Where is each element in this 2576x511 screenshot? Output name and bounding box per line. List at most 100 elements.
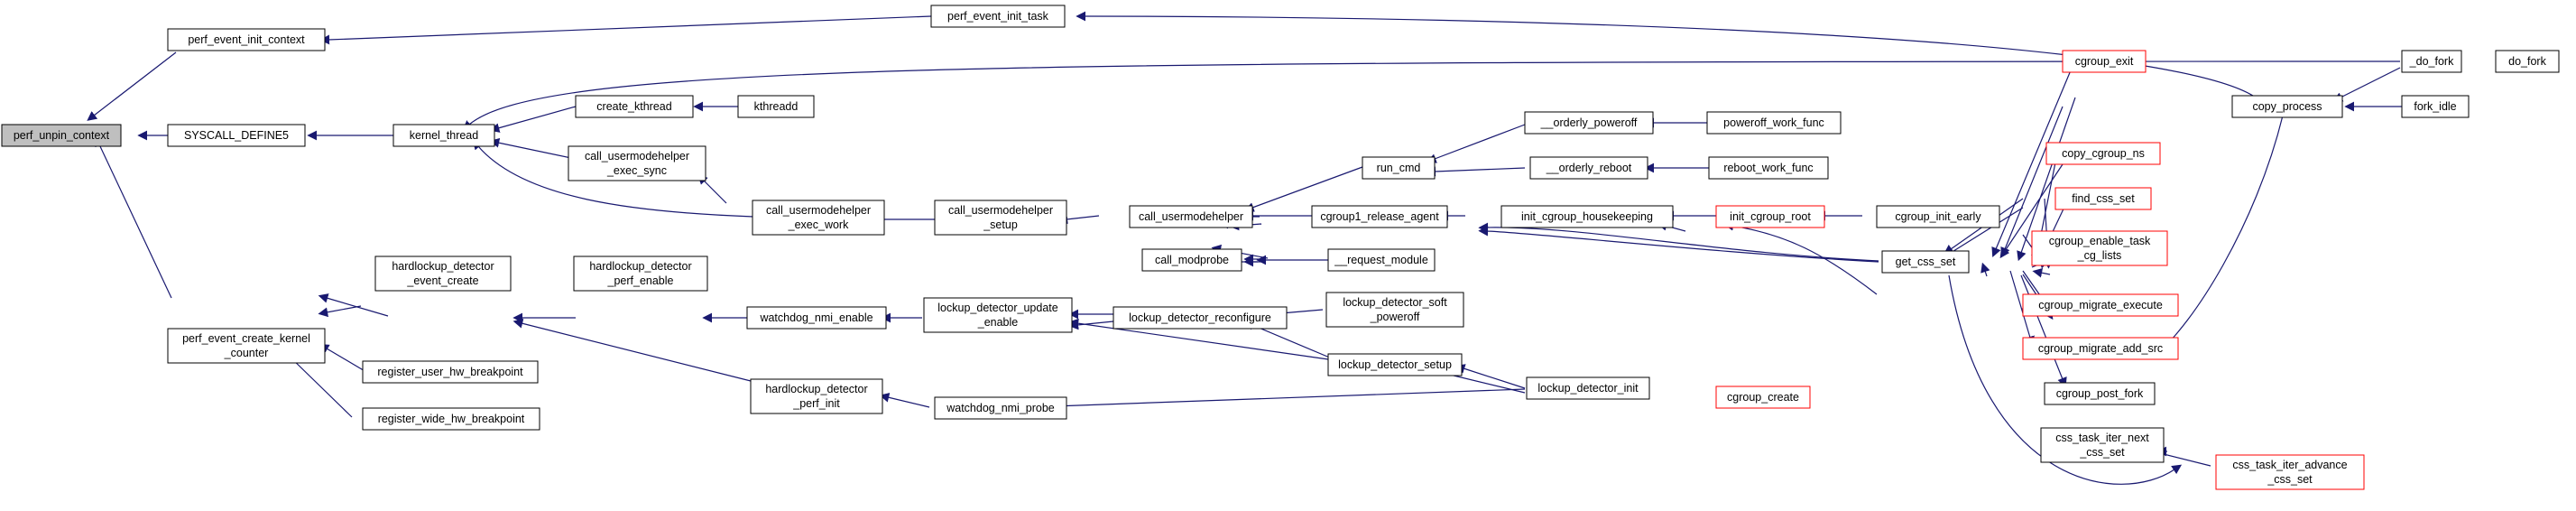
edge [1426,124,1526,163]
nodes: perf_unpin_context perf_event_init_conte… [1,5,2560,490]
node-poweroff-work-func[interactable]: poweroff_work_func [1706,111,1842,135]
svg-text:cgroup_migrate_execute: cgroup_migrate_execute [2038,299,2163,311]
node-orderly-poweroff[interactable]: __orderly_poweroff [1524,111,1654,135]
node-orderly-reboot[interactable]: __orderly_reboot [1529,156,1648,180]
node-cgroup-migrate-execute[interactable]: cgroup_migrate_execute [2022,293,2179,317]
node-cgroup-create[interactable]: cgroup_create [1715,386,1811,409]
node-find-css-set[interactable]: find_css_set [2054,187,2152,210]
node-kernel-thread[interactable]: kernel_thread [392,124,495,147]
svg-text:call_usermodehelper: call_usermodehelper [585,150,689,163]
svg-text:cgroup1_release_agent: cgroup1_release_agent [1320,210,1439,223]
node-syscall-define5[interactable]: SYSCALL_DEFINE5 [167,124,306,147]
node-kthreadd[interactable]: kthreadd [737,95,815,118]
node-watchdog-nmi-probe[interactable]: watchdog_nmi_probe [934,396,1067,420]
node-css-task-iter-next-css-set[interactable]: css_task_iter_next_css_set [2040,427,2165,463]
svg-text:fork_idle: fork_idle [2414,100,2456,113]
node-call-usermodehelper[interactable]: call_usermodehelper [1129,205,1253,228]
node-do-fork[interactable]: do_fork [2495,50,2560,73]
node-run-cmd[interactable]: run_cmd [1362,156,1436,180]
node-hardlockup-detector-event-create[interactable]: hardlockup_detector_event_create [374,256,512,292]
svg-text:_css_set: _css_set [2267,473,2313,486]
node-perf-event-init-context[interactable]: perf_event_init_context [167,28,326,51]
edge [2017,97,2076,262]
edge [462,60,2401,131]
svg-text:_css_set: _css_set [2079,446,2125,459]
node-cgroup-exit[interactable]: cgroup_exit [2062,50,2147,73]
node-lockup-detector-update-enable[interactable]: lockup_detector_update _enable [923,297,1073,333]
edge [2020,274,2067,388]
svg-text:register_wide_hw_breakpoint: register_wide_hw_breakpoint [378,413,525,425]
node-init-cgroup-root[interactable]: init_cgroup_root [1715,205,1825,228]
node-perf-unpin-context[interactable]: perf_unpin_context [1,124,122,147]
svg-text:_perf_enable: _perf_enable [607,274,674,287]
node-cgroup-migrate-add-src[interactable]: cgroup_migrate_add_src [2022,337,2179,360]
edge [1454,364,1526,389]
node-lockup-detector-setup[interactable]: lockup_detector_setup [1327,353,1463,376]
node-copy-process[interactable]: copy_process [2231,95,2343,118]
node-cgroup-init-early[interactable]: cgroup_init_early [1876,205,2000,228]
edge [512,319,759,384]
node-lockup-detector-init[interactable]: lockup_detector_init [1526,376,1650,400]
node-call-modprobe[interactable]: call_modprobe [1141,248,1242,272]
node-cgroup-enable-task-cg-lists[interactable]: cgroup_enable_task_cg_lists [2031,230,2168,266]
edge [472,139,754,218]
svg-text:poweroff_work_func: poweroff_work_func [1723,116,1824,129]
edge [1723,220,1878,295]
svg-text:_poweroff: _poweroff [1370,311,1420,323]
svg-text:lockup_detector_update: lockup_detector_update [937,302,1057,314]
node-call-usermodehelper-exec-sync[interactable]: call_usermodehelper_exec_sync [568,145,706,181]
edge [1068,318,1329,360]
node-call-usermodehelper-setup[interactable]: call_usermodehelper_setup [934,200,1067,236]
node-watchdog-nmi-enable[interactable]: watchdog_nmi_enable [746,306,887,330]
svg-text:_exec_sync: _exec_sync [606,164,667,177]
svg-text:do_fork: do_fork [2508,55,2546,68]
node-perf-event-create-kernel-counter[interactable]: perf_event_create_kernel _counter [167,328,326,364]
node-init-cgroup-housekeeping[interactable]: init_cgroup_housekeeping [1500,205,1674,228]
svg-text:cgroup_create: cgroup_create [1727,391,1799,404]
svg-text:_enable: _enable [977,316,1019,329]
node-hardlockup-detector-perf-init[interactable]: hardlockup_detector_perf_init [750,378,883,414]
svg-text:cgroup_post_fork: cgroup_post_fork [2056,387,2144,400]
svg-text:SYSCALL_DEFINE5: SYSCALL_DEFINE5 [184,129,289,142]
svg-text:lockup_detector_setup: lockup_detector_setup [1338,358,1452,371]
edge [1948,274,2183,485]
node-cgroup-post-fork[interactable]: cgroup_post_fork [2044,382,2156,405]
node-do-fork-underscore[interactable]: _do_fork [2401,50,2462,73]
svg-text:cgroup_init_early: cgroup_init_early [1895,210,1981,223]
svg-text:hardlockup_detector: hardlockup_detector [589,260,691,273]
node-call-usermodehelper-exec-work[interactable]: call_usermodehelper_exec_work [752,200,885,236]
svg-text:call_modprobe: call_modprobe [1155,254,1229,266]
edge [1243,166,1363,212]
node-cgroup1-release-agent[interactable]: cgroup1_release_agent [1311,205,1448,228]
node-get-css-set[interactable]: get_css_set [1881,250,1970,274]
edge [697,174,727,204]
node-lockup-detector-soft-poweroff[interactable]: lockup_detector_soft_poweroff [1325,292,1464,328]
node-css-task-iter-advance-css-set[interactable]: css_task_iter_advance _css_set [2215,454,2365,490]
svg-text:cgroup_migrate_add_src: cgroup_migrate_add_src [2038,342,2163,355]
edge [489,106,577,133]
svg-text:_setup: _setup [983,218,1018,231]
edge [1076,11,2257,98]
svg-text:lockup_detector_reconfigure: lockup_detector_reconfigure [1129,311,1271,324]
svg-text:call_usermodehelper: call_usermodehelper [1139,210,1243,223]
svg-text:run_cmd: run_cmd [1377,162,1421,174]
svg-text:_perf_init: _perf_init [792,397,840,410]
svg-text:__orderly_reboot: __orderly_reboot [1546,162,1632,174]
node-register-user-hw-breakpoint[interactable]: register_user_hw_breakpoint [362,360,539,384]
node-perf-event-init-task[interactable]: perf_event_init_task [930,5,1066,28]
node-fork-idle[interactable]: fork_idle [2401,95,2470,118]
edge [281,348,353,418]
node-create-kthread[interactable]: create_kthread [575,95,694,118]
svg-text:perf_unpin_context: perf_unpin_context [14,129,110,142]
node-hardlockup-detector-perf-enable[interactable]: hardlockup_detector_perf_enable [573,256,708,292]
node-lockup-detector-reconfigure[interactable]: lockup_detector_reconfigure [1113,306,1288,330]
svg-text:perf_event_create_kernel: perf_event_create_kernel [182,332,310,345]
svg-text:css_task_iter_advance: css_task_iter_advance [2232,459,2347,471]
node-register-wide-hw-breakpoint[interactable]: register_wide_hw_breakpoint [362,407,540,431]
node-request-module[interactable]: __request_module [1327,248,1436,272]
node-copy-cgroup-ns[interactable]: copy_cgroup_ns [2045,142,2161,165]
node-reboot-work-func[interactable]: reboot_work_func [1708,156,1829,180]
edge [1999,153,2071,259]
edge [1244,321,1333,359]
svg-text:_counter: _counter [224,347,269,359]
